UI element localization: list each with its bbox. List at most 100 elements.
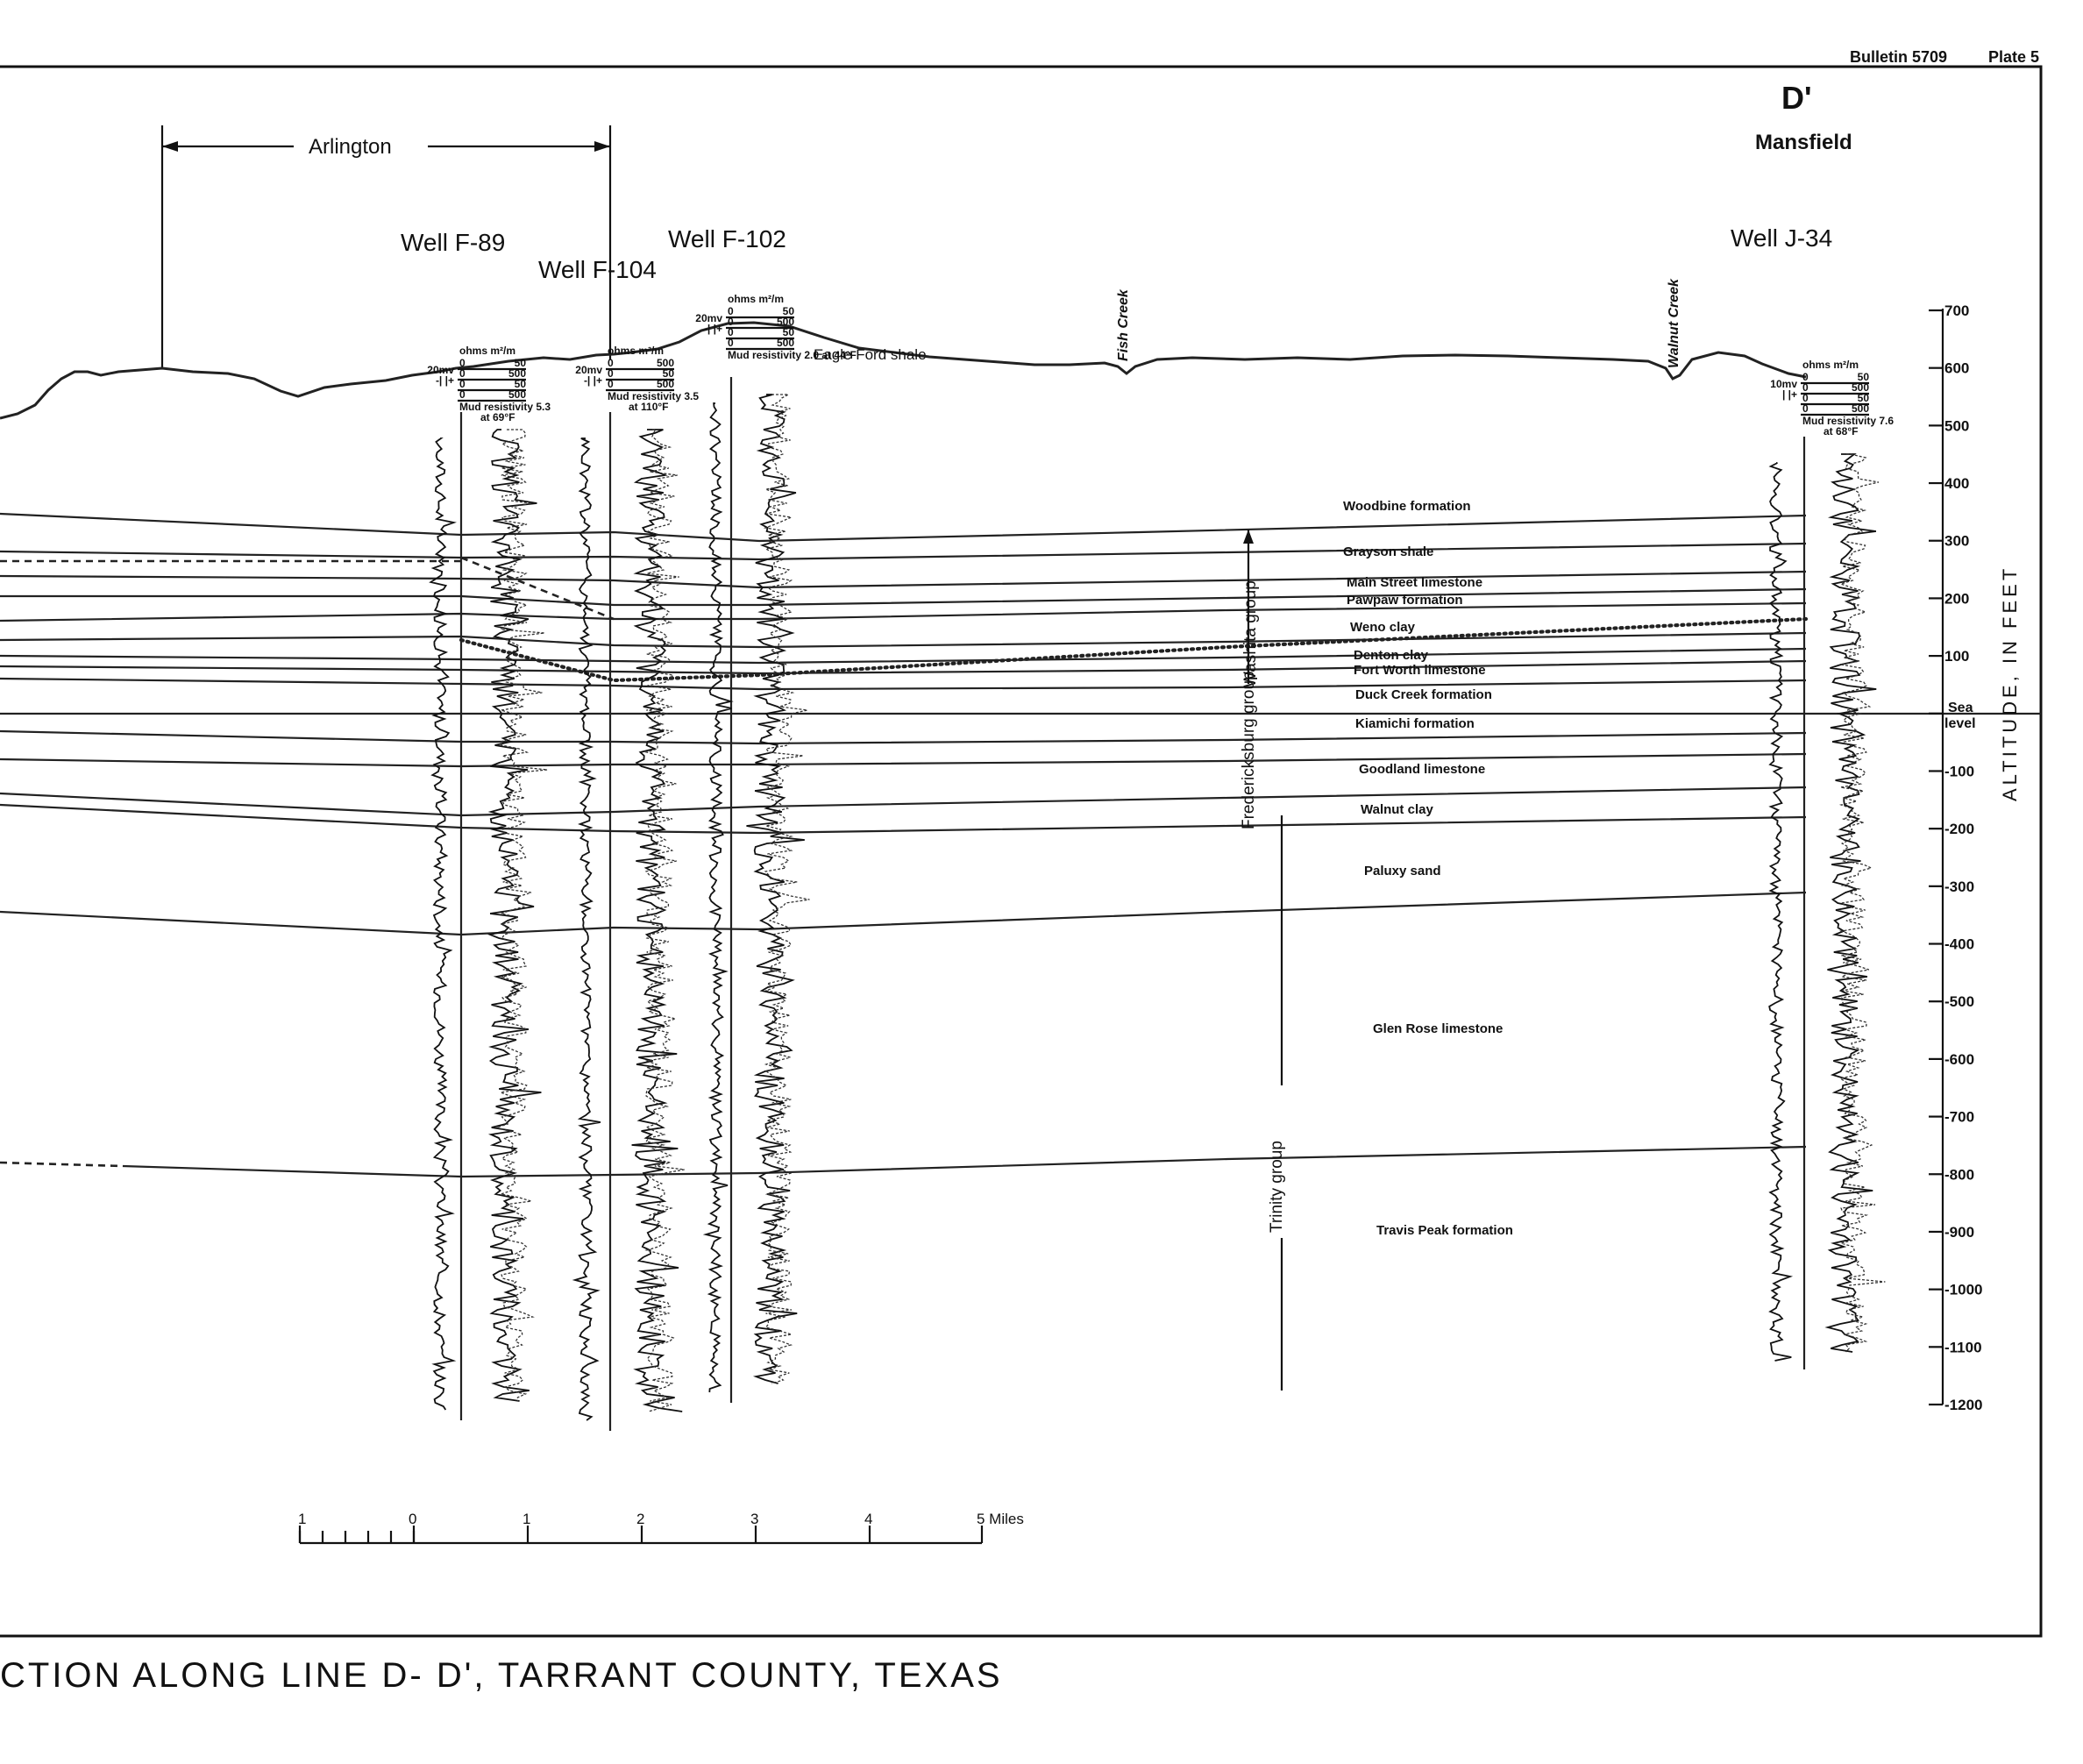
- altitude-axis: 700600500400300200100Sealevel-100-200-30…: [1929, 302, 1982, 1413]
- scale-max: 50: [515, 378, 527, 390]
- axis-tick-label: -900: [1944, 1224, 1974, 1241]
- scale-max: 50: [515, 357, 527, 369]
- resistivity-curve-long: [644, 429, 685, 1412]
- sp-curve: [1768, 462, 1794, 1362]
- scale-max: 50: [1858, 392, 1870, 404]
- scale-label: 1: [298, 1511, 306, 1527]
- formation-duck-creek: Duck Creek formation: [1355, 687, 1492, 702]
- scale-min: 0: [608, 378, 614, 390]
- scale-label: 5 Miles: [977, 1511, 1024, 1527]
- sp-sign: | |+: [1782, 388, 1797, 401]
- scale-label: 3: [750, 1511, 758, 1527]
- formation-woodbine: Woodbine formation: [1343, 499, 1471, 514]
- scale-min: 0: [459, 378, 466, 390]
- scale-min: 0: [608, 357, 614, 369]
- plate-label: Plate 5: [1988, 48, 2039, 66]
- sp-curve: [702, 402, 734, 1393]
- resistivity-curve-long: [494, 429, 548, 1402]
- scale-min: 0: [1802, 371, 1809, 383]
- formation-labels: Woodbine formation Grayson shale Main St…: [1343, 499, 1513, 1238]
- scale-max: 500: [657, 357, 674, 369]
- well-name-j34: Well J-34: [1731, 224, 1832, 252]
- sp-curve: [429, 437, 457, 1411]
- formation-kiamichi: Kiamichi formation: [1355, 716, 1475, 731]
- formation-main-street: Main Street limestone: [1347, 575, 1482, 590]
- scale-min: 0: [459, 367, 466, 380]
- scale-label: 0: [409, 1511, 416, 1527]
- resistivity-unit: ohms m²/m: [459, 345, 515, 357]
- scale-bar: 1 0 1 2 3 4 5 Miles: [298, 1511, 1024, 1545]
- sp-scale: 20mv: [427, 364, 454, 376]
- scale-min: 0: [608, 367, 614, 380]
- plate-title: CTION ALONG LINE D- D', TARRANT COUNTY, …: [0, 1656, 1003, 1695]
- resistivity-curve: [487, 429, 542, 1402]
- axis-tick-label: 100: [1944, 648, 1969, 665]
- formation-travis-peak: Travis Peak formation: [1376, 1223, 1513, 1238]
- formation-goodland: Goodland limestone: [1359, 762, 1485, 777]
- group-trinity: Trinity group: [1268, 1141, 1286, 1233]
- formation-walnut: Walnut clay: [1361, 802, 1433, 817]
- scale-min: 0: [459, 357, 466, 369]
- well-name-f89: Well F-89: [401, 229, 505, 256]
- group-brackets: Washita group Fredericksburg group Trini…: [1240, 530, 1286, 1391]
- axis-tick-label: -400: [1944, 936, 1974, 953]
- sp-scale: 20mv: [575, 364, 602, 376]
- axis-tick-label: -500: [1944, 993, 1974, 1010]
- formation-paluxy: Paluxy sand: [1364, 864, 1441, 878]
- scale-max: 500: [657, 378, 674, 390]
- sp-sign: -| |+: [436, 374, 454, 387]
- scale-max: 500: [777, 316, 794, 328]
- axis-tick-label: 400: [1944, 475, 1969, 492]
- scale-label: 1: [523, 1511, 530, 1527]
- axis-tick-label: 300: [1944, 533, 1969, 550]
- formation-glen-rose: Glen Rose limestone: [1373, 1021, 1503, 1036]
- axis-tick-label: 600: [1944, 360, 1969, 377]
- creek-walnut: Walnut Creek: [1667, 278, 1681, 368]
- axis-tick-label: level: [1944, 716, 1976, 731]
- bulletin-label: Bulletin 5709: [1850, 48, 1947, 66]
- scale-label: 4: [864, 1511, 872, 1527]
- formation-fort-worth: Fort Worth limestone: [1354, 663, 1486, 678]
- scale-max: 500: [1852, 381, 1869, 394]
- scale-min: 0: [728, 337, 734, 349]
- axis-tick-label: -200: [1944, 821, 1974, 837]
- sp-sign: -| |+: [704, 323, 722, 335]
- town-mansfield: Mansfield: [1755, 131, 1852, 154]
- formation-boundaries: [0, 512, 2041, 1178]
- axis-tick-label: -1000: [1944, 1282, 1982, 1298]
- resistivity-curve: [746, 394, 805, 1384]
- ground-surface: [0, 321, 1807, 420]
- plate-frame: [0, 65, 2043, 1638]
- mud-temp: at 68°F: [1824, 425, 1858, 437]
- surface-unit-label: Eagle Ford shale: [814, 346, 927, 363]
- town-arlington: Arlington: [309, 135, 392, 159]
- mud-temp: at 110°F: [629, 401, 669, 413]
- mud-resistivity: Mud resistivity 5.3: [459, 401, 551, 413]
- well-name-f104: Well F-104: [538, 256, 657, 283]
- axis-tick-label: -100: [1944, 763, 1974, 779]
- mud-resistivity: Mud resistivity 3.5: [608, 390, 699, 402]
- scale-max: 500: [777, 337, 794, 349]
- resistivity-curve-long: [1838, 453, 1886, 1353]
- scale-max: 50: [783, 326, 795, 338]
- axis-tick-label: -800: [1944, 1166, 1974, 1183]
- arlington-span: Arlington: [160, 125, 612, 368]
- scale-label: 2: [636, 1511, 644, 1527]
- axis-tick-label: 200: [1944, 590, 1969, 607]
- resistivity-curve: [1824, 453, 1877, 1353]
- mud-resistivity: Mud resistivity 2.0 at 44°F: [728, 349, 857, 361]
- scale-max: 500: [1852, 402, 1869, 415]
- axis-tick-label: -1200: [1944, 1397, 1982, 1413]
- resistivity-unit: ohms m²/m: [728, 293, 784, 305]
- scale-min: 0: [1802, 402, 1809, 415]
- scale-min: 0: [728, 305, 734, 317]
- sp-sign: -| |+: [584, 374, 602, 387]
- scale-max: 50: [663, 367, 675, 380]
- scale-min: 0: [728, 316, 734, 328]
- scale-max: 50: [783, 305, 795, 317]
- well-name-f102: Well F-102: [668, 225, 786, 253]
